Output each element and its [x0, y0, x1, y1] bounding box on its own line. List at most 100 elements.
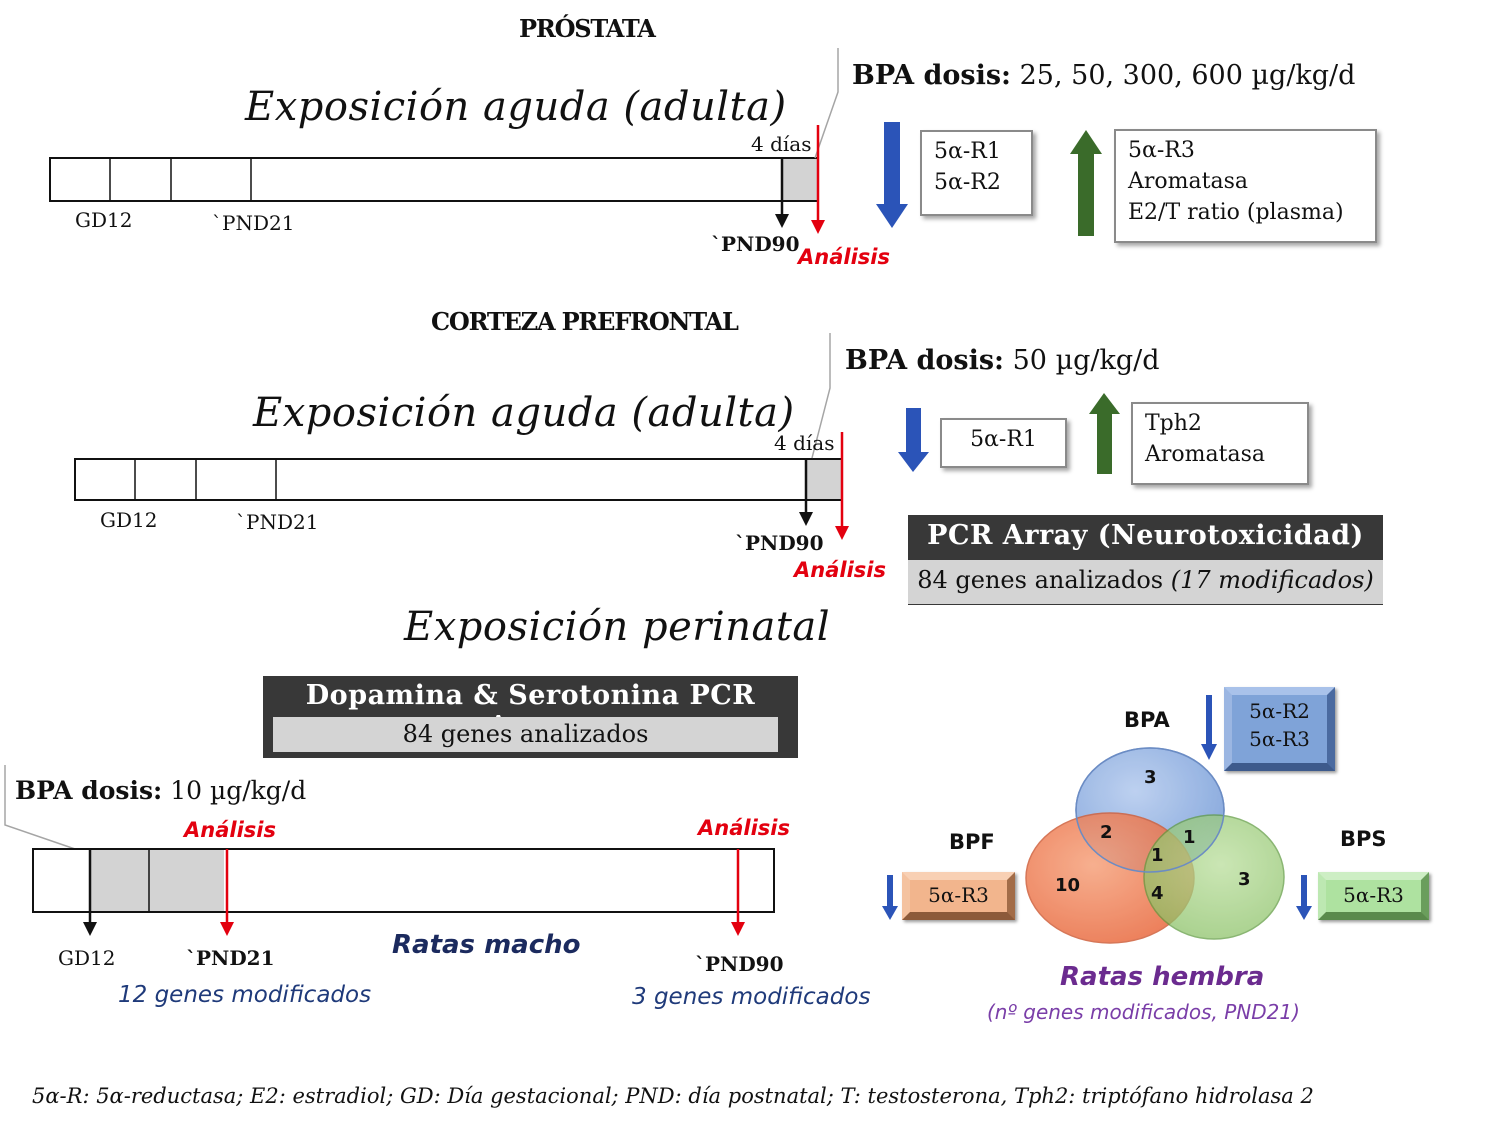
dose-label: BPA dosis: — [852, 60, 1012, 91]
up-arrow-shaft — [1097, 412, 1112, 474]
pcr-array-subtitle-perinatal: 84 genes analizados — [273, 717, 778, 752]
dose-callout — [814, 48, 839, 159]
gene-item: Aromatasa — [1145, 442, 1265, 467]
venn-label-bps: BPS — [1340, 827, 1387, 851]
venn-count-bpa-bpf: 2 — [1100, 822, 1113, 843]
analysis-label-prostata: Análisis — [798, 245, 890, 269]
gene-item: 5α-R2 — [1249, 699, 1310, 723]
exposure-window — [782, 159, 818, 200]
down-arrow-shaft — [906, 408, 921, 458]
arrow-analysis-head — [811, 220, 825, 234]
females-label: Ratas hembra — [1060, 962, 1265, 992]
venn-note: (nº genes modificados, PND21) — [987, 1000, 1300, 1024]
dose-corteza: BPA dosis: 50 µg/kg/d — [845, 345, 1160, 376]
arrow-analysis-pnd90-head — [731, 922, 745, 936]
down-arrow-bpa — [1206, 695, 1212, 747]
arrow-pnd90-head — [799, 512, 813, 526]
dose-label: BPA dosis: — [15, 776, 163, 805]
dose-value: 50 µg/kg/d — [1012, 345, 1160, 376]
pcr-sub-italic: (17 modificados) — [1170, 566, 1374, 594]
exposure-label-corteza: Exposición aguda (adulta) — [253, 390, 795, 436]
timeline-corteza — [74, 333, 1120, 540]
pnd21-label-prostata: `PND21 — [212, 211, 295, 235]
analysis-label-pnd21: Análisis — [184, 818, 276, 842]
down-arrow-bpf — [887, 875, 893, 909]
modified-genes-pnd21: 12 genes modificados — [118, 982, 372, 1008]
exposure-label-perinatal: Exposición perinatal — [404, 604, 831, 650]
duration-label-prostata: 4 días — [751, 132, 812, 156]
venn-count-all: 1 — [1151, 845, 1164, 866]
venn-label-bpa: BPA — [1124, 708, 1170, 732]
up-arrow-head — [1070, 130, 1102, 154]
exposure-window — [90, 850, 224, 911]
gd12-label-prostata: GD12 — [75, 208, 133, 232]
venn-diagram — [882, 695, 1312, 944]
males-label: Ratas macho — [392, 930, 581, 960]
down-arrow-head — [876, 204, 908, 228]
pcr-array-title: PCR Array (Neurotoxicidad) — [927, 520, 1364, 551]
timeline-perinatal — [4, 765, 775, 936]
exposure-label-prostata: Exposición aguda (adulta) — [245, 84, 787, 130]
up-genes-box-prostata: 5α-R3 Aromatasa E2/T ratio (plasma) — [1114, 129, 1377, 243]
venn-outline-bpa — [1075, 747, 1225, 873]
gene-item: Aromatasa — [1128, 169, 1248, 194]
gd12-label-corteza: GD12 — [100, 508, 158, 532]
gene-item: 5α-R3 — [1128, 138, 1195, 163]
down-genes-box-corteza: 5α-R1 — [940, 418, 1067, 468]
up-genes-box-corteza: Tph2 Aromatasa — [1131, 402, 1309, 485]
arrow-gd12-head — [83, 922, 97, 936]
pnd90-label-corteza: `PND90 — [735, 531, 824, 555]
bpf-genes-box: 5α-R3 — [902, 872, 1015, 920]
up-arrow-head — [1089, 393, 1120, 414]
dose-perinatal: BPA dosis: 10 µg/kg/d — [15, 776, 306, 805]
venn-count-bpf-bps: 4 — [1151, 883, 1164, 904]
down-arrow-head — [898, 452, 929, 472]
down-arrow-bps-head — [1296, 906, 1312, 920]
gd12-label-perinatal: GD12 — [58, 946, 116, 970]
venn-label-bpf: BPF — [949, 830, 995, 854]
timeline-bar — [74, 458, 843, 501]
venn-count-bps-only: 3 — [1238, 869, 1251, 890]
gene-item: 5α-R3 — [928, 883, 989, 907]
down-arrow-bpa-head — [1201, 744, 1217, 760]
down-arrow-shaft — [884, 122, 900, 206]
venn-count-bpa-bps: 1 — [1183, 827, 1196, 848]
gene-item: 5α-R2 — [934, 170, 1001, 195]
timeline-bar — [49, 157, 819, 202]
up-arrow-shaft — [1078, 152, 1094, 236]
down-genes-box-prostata: 5α-R1 5α-R2 — [920, 130, 1033, 216]
venn-circle-bps — [1143, 814, 1285, 940]
bps-genes-box: 5α-R3 — [1318, 872, 1429, 920]
pnd21-label-corteza: `PND21 — [236, 510, 319, 534]
exposure-window — [806, 460, 842, 499]
dose-value: 10 µg/kg/d — [170, 776, 307, 805]
pnd21-label-perinatal: `PND21 — [186, 946, 275, 970]
dose-prostata: BPA dosis: 25, 50, 300, 600 µg/kg/d — [852, 60, 1355, 91]
analysis-label-pnd90: Análisis — [698, 816, 790, 840]
gene-item: 5α-R3 — [1343, 883, 1404, 907]
arrow-pnd90-head — [775, 214, 789, 228]
gene-item: E2/T ratio (plasma) — [1128, 200, 1344, 225]
gene-item: 5α-R3 — [1249, 727, 1310, 751]
gene-item: 5α-R1 — [970, 427, 1037, 452]
down-arrow-bpf-head — [882, 906, 898, 920]
section-title-corteza: CORTEZA PREFRONTAL — [431, 307, 739, 336]
venn-count-bpf-only: 10 — [1055, 875, 1081, 896]
dose-callout — [811, 333, 831, 459]
pcr-array-subtitle-corteza: 84 genes analizados (17 modificados) — [908, 560, 1383, 604]
gene-item: Tph2 — [1145, 411, 1202, 436]
pnd90-label-perinatal: `PND90 — [695, 952, 784, 976]
dose-value: 25, 50, 300, 600 µg/kg/d — [1019, 60, 1356, 91]
venn-count-bpa-only: 3 — [1144, 767, 1157, 788]
footer-legend: 5α-R: 5α-reductasa; E2: estradiol; GD: D… — [32, 1084, 1314, 1108]
arrow-analysis-pnd21-head — [220, 922, 234, 936]
duration-label-corteza: 4 días — [774, 431, 835, 455]
down-arrow-bps — [1301, 875, 1307, 909]
section-title-prostata: PRÓSTATA — [519, 14, 656, 43]
dose-label: BPA dosis: — [845, 345, 1005, 376]
analysis-label-corteza: Análisis — [794, 558, 886, 582]
dose-callout — [4, 765, 76, 850]
bpa-genes-box: 5α-R2 5α-R3 — [1224, 687, 1335, 771]
pcr-sub-main: 84 genes analizados — [917, 566, 1171, 594]
